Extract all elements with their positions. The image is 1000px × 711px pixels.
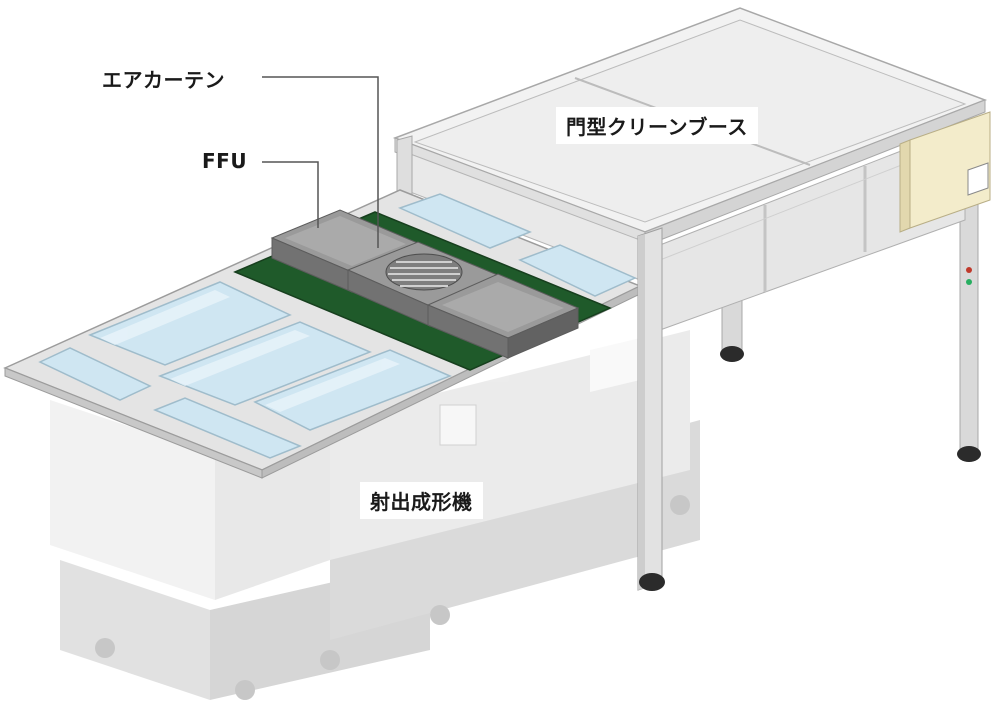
- label-injection-molding-machine: 射出成形機: [360, 482, 483, 519]
- booth-back-legs: [720, 165, 981, 462]
- control-panel: [899, 111, 991, 233]
- leader-lines: [262, 76, 379, 248]
- ffu-units: [270, 209, 580, 359]
- label-air-curtain: エアカーテン: [102, 68, 225, 92]
- label-gate-clean-booth: 門型クリーンブース: [556, 107, 758, 144]
- booth-front-legs: [637, 227, 665, 591]
- label-ffu: FFU: [202, 149, 248, 173]
